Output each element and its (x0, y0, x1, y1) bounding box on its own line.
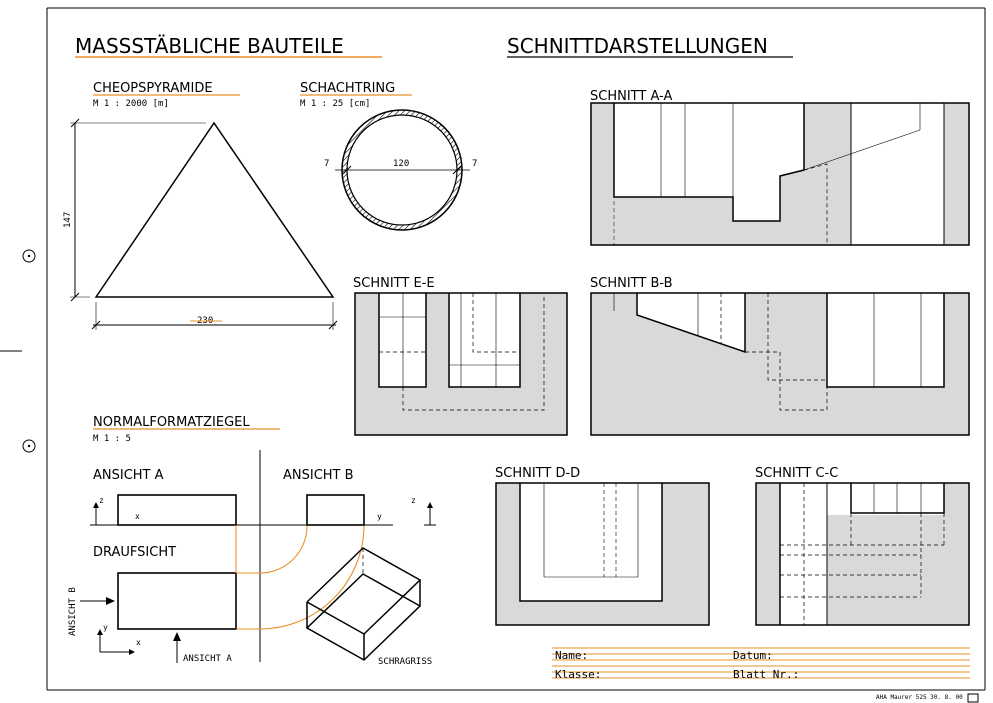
axis-y-label-top: y (103, 623, 108, 632)
ring-diameter-dim: 120 (393, 159, 409, 169)
brick-isometric-drawing (305, 547, 422, 661)
ring-drawing (335, 109, 470, 231)
punch-hole-icon (22, 439, 36, 453)
title-block (552, 647, 970, 679)
axis-icon (90, 502, 102, 526)
pyramid-height-dim: 147 (63, 212, 73, 228)
title-massstaebliche-bauteile: MASSSTÄBLICHE BAUTEILE (75, 34, 344, 58)
axis-x-label-a: x (135, 512, 140, 521)
section-bb-drawing (590, 292, 970, 436)
brick-scale: M 1 : 5 (93, 434, 131, 444)
arrow-view-b-label: ANSICHT B (68, 587, 78, 636)
ring-title: SCHACHTRING (300, 81, 395, 96)
sheet-frame (0, 7, 986, 703)
section-dd-drawing (495, 482, 710, 626)
form-sheet-label: Blatt Nr.: (733, 668, 799, 681)
ring-wall-left-dim: 7 (324, 159, 329, 169)
ring-wall-right-dim: 7 (472, 159, 477, 169)
section-cc-title: SCHNITT C-C (755, 466, 838, 481)
form-name-label: Name: (555, 649, 588, 662)
axis-y-label-b: y (377, 512, 382, 521)
axis-icon (97, 629, 135, 655)
section-aa-drawing (590, 102, 970, 246)
pyramid-scale: M 1 : 2000 [m] (93, 99, 169, 109)
axis-x-label-top: x (136, 638, 141, 647)
section-cc-drawing (755, 482, 970, 626)
pyramid-drawing (70, 118, 338, 330)
arrow-view-b-icon (80, 597, 115, 605)
brick-iso-label: SCHRAGRISS (378, 657, 432, 667)
form-class-label: Klasse: (555, 668, 601, 681)
brick-view-a-label: ANSICHT A (93, 468, 164, 483)
axis-z-label-b: z (411, 496, 416, 505)
brick-title: NORMALFORMATZIEGEL (93, 415, 250, 430)
form-date-label: Datum: (733, 649, 773, 662)
arrow-view-a-icon (173, 632, 181, 663)
axis-z-label-a: z (99, 496, 104, 505)
section-ee-drawing (354, 292, 568, 436)
section-aa-title: SCHNITT A-A (590, 89, 672, 104)
section-bb-title: SCHNITT B-B (590, 276, 673, 291)
punch-hole-icon (22, 249, 36, 263)
pyramid-title: CHEOPSPYRAMIDE (93, 81, 213, 96)
section-dd-title: SCHNITT D-D (495, 466, 580, 481)
title-schnittdarstellungen: SCHNITTDARSTELLUNGEN (507, 34, 768, 58)
arrow-view-a-label: ANSICHT A (183, 654, 232, 664)
section-ee-title: SCHNITT E-E (353, 276, 435, 291)
footer-credit: AHA Maurer 525 30. 8. 00 (876, 694, 963, 701)
axis-icon (424, 502, 436, 526)
ring-scale: M 1 : 25 [cm] (300, 99, 370, 109)
brick-top-view-label: DRAUFSICHT (93, 545, 176, 560)
brick-view-b-label: ANSICHT B (283, 468, 354, 483)
